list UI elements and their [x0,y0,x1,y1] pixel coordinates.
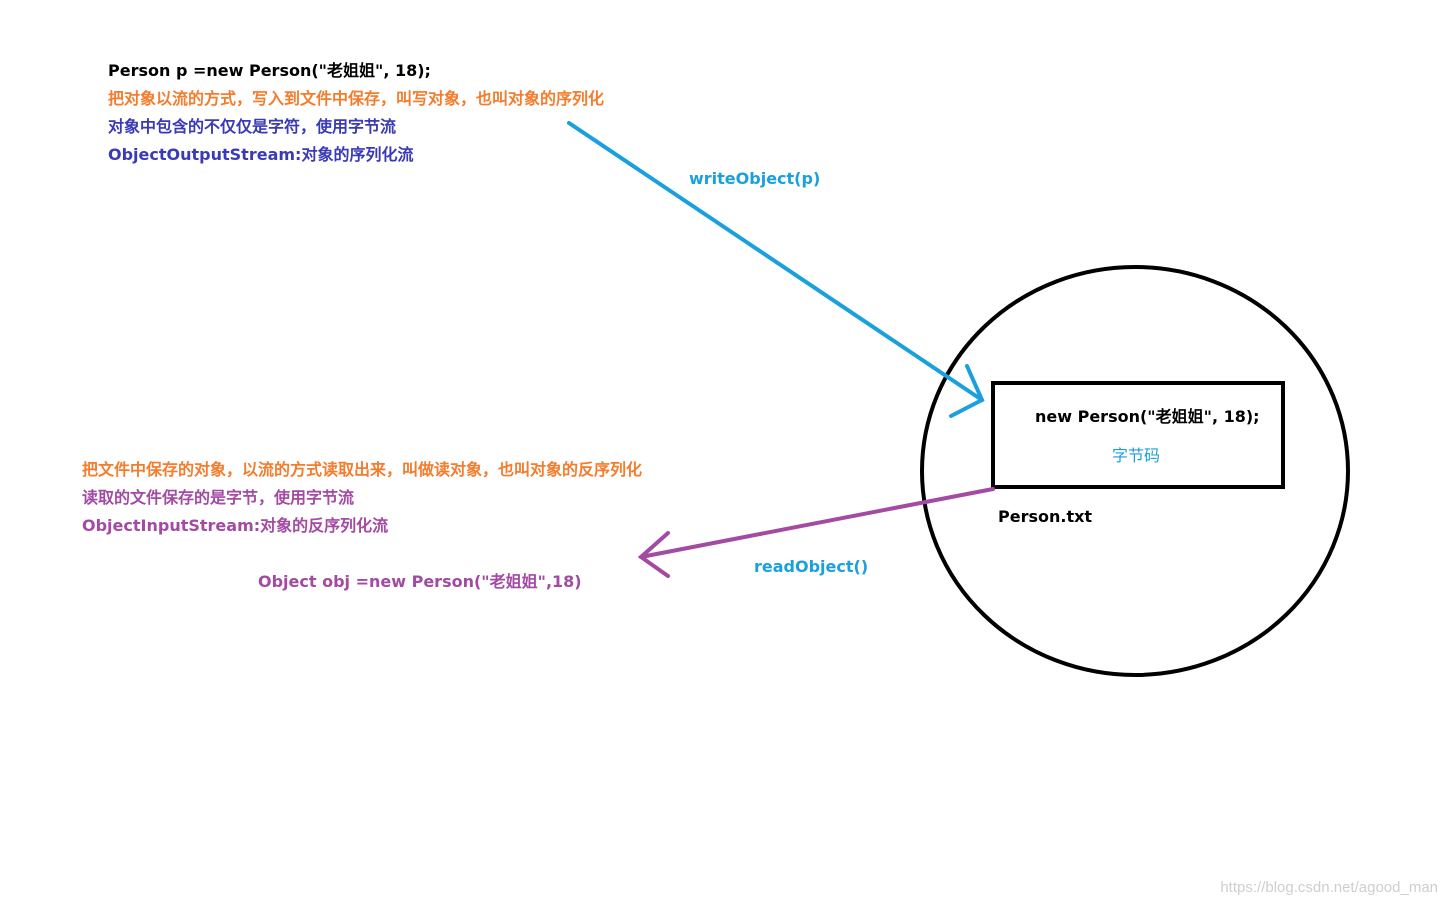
read-byte-stream-note: 读取的文件保存的是字节，使用字节流 [82,488,355,507]
write-arrow [567,121,985,418]
file-name-label: Person.txt [998,507,1093,526]
file-content-line: new Person("老姐姐", 18); [1035,407,1260,426]
read-arrow [637,487,995,578]
output-stream-label: ObjectOutputStream:对象的序列化流 [108,145,414,164]
file-box [991,381,1285,489]
person-declaration: Person p =new Person("老姐姐", 18); [108,61,431,80]
read-object-label: readObject() [754,557,869,576]
write-object-label: writeObject(p) [689,169,821,188]
serialization-description: 把对象以流的方式，写入到文件中保存，叫写对象，也叫对象的序列化 [108,89,605,108]
storage-circle [920,265,1350,677]
watermark: https://blog.csdn.net/agood_man [1220,879,1438,896]
deserialization-description: 把文件中保存的对象，以流的方式读取出来，叫做读对象，也叫对象的反序列化 [82,460,643,479]
bytecode-label: 字节码 [1112,446,1161,465]
input-stream-label: ObjectInputStream:对象的反序列化流 [82,516,389,535]
byte-stream-note: 对象中包含的不仅仅是字符，使用字节流 [108,117,397,136]
object-declaration: Object obj =new Person("老姐姐",18) [258,572,582,591]
